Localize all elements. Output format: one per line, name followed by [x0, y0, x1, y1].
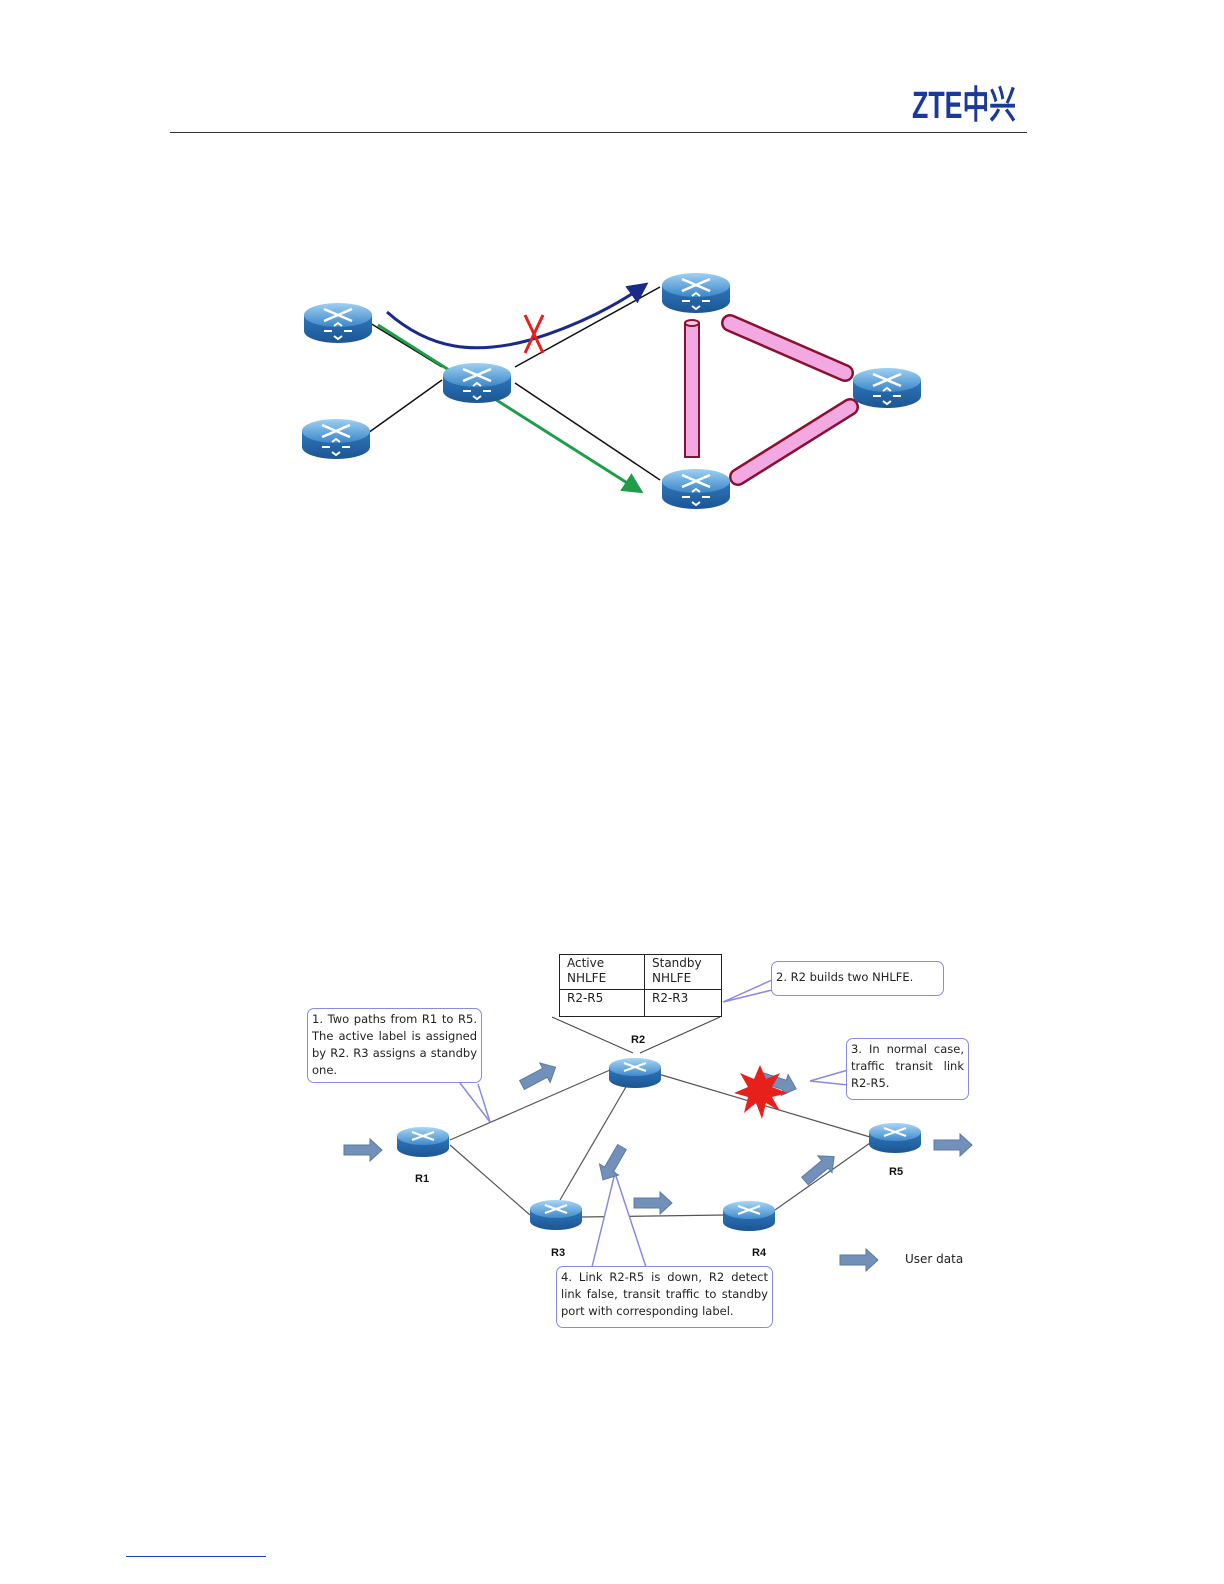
user-data-arrow-r1-r2 — [516, 1056, 562, 1096]
footer-rule — [126, 1556, 266, 1557]
zte-logo: ZTE中兴 — [912, 85, 1016, 124]
table-pointer-left — [551, 1016, 634, 1054]
standby-nhlfe-value: R2-R3 — [644, 989, 722, 1017]
router-label-r2: R2 — [631, 1034, 646, 1046]
callout-4: 4. Link R2-R5 is down, R2 detect link fa… — [556, 1266, 773, 1328]
router-bottom-icon — [660, 467, 732, 511]
link-failure-burst-icon — [734, 1065, 788, 1119]
callout-3: 3. In normal case, traffic transit link … — [846, 1038, 969, 1100]
header-rule — [170, 132, 1027, 133]
tunnel-bottom-right — [729, 398, 859, 486]
router-r5-icon — [868, 1122, 922, 1154]
router-label-r3: R3 — [551, 1247, 566, 1259]
user-data-arrow-r2-r3 — [592, 1141, 633, 1186]
link-b-core — [367, 379, 443, 434]
router-core-icon — [441, 361, 513, 405]
link-r3-r4 — [581, 1214, 726, 1218]
router-r1-icon — [396, 1126, 450, 1158]
user-data-arrow-out — [933, 1133, 973, 1157]
callout4-pointer — [591, 1170, 647, 1268]
router-r3-icon — [529, 1199, 583, 1231]
router-label-r1: R1 — [415, 1173, 430, 1185]
router-b-icon — [300, 417, 372, 461]
nhlfe-table: Active NHLFE Standby NHLFE R2-R5 R2-R3 — [559, 954, 722, 1017]
link-r4-r5 — [774, 1142, 871, 1211]
failure-x-icon — [523, 314, 545, 354]
tunnel-top-right — [721, 314, 854, 382]
tunnel-vertical — [684, 319, 700, 458]
lsp-protection-diagram — [300, 271, 923, 511]
link-r1-r2 — [449, 1069, 611, 1141]
logo-text: ZTE中兴 — [912, 85, 1016, 124]
legend-label: User data — [905, 1252, 964, 1266]
link-r2-r3 — [559, 1079, 631, 1201]
callout3-pointer — [809, 1069, 849, 1086]
legend-arrow — [839, 1248, 879, 1272]
user-data-arrow-r3-r4 — [633, 1191, 673, 1215]
router-top-icon — [660, 271, 732, 315]
callout-2: 2. R2 builds two NHLFE. — [771, 961, 944, 996]
standby-nhlfe-header: Standby NHLFE — [644, 954, 722, 990]
router-right-icon — [851, 366, 923, 410]
backup-path-arrow — [377, 323, 644, 494]
frr-nhlfe-diagram — [343, 979, 973, 1272]
router-label-r4: R4 — [752, 1247, 767, 1259]
router-a-icon — [302, 301, 374, 345]
callout-1: 1. Two paths from R1 to R5. The active l… — [307, 1008, 482, 1083]
user-data-arrow-in — [343, 1138, 383, 1162]
link-core-bottom — [514, 382, 661, 481]
callout1-pointer — [459, 1082, 491, 1123]
active-nhlfe-header: Active NHLFE — [559, 954, 645, 990]
callout2-pointer — [722, 979, 773, 1003]
table-pointer-right — [639, 1016, 721, 1054]
user-data-arrow-r4-r5 — [797, 1147, 842, 1190]
router-r2-icon — [608, 1057, 662, 1089]
link-r1-r3 — [449, 1144, 531, 1216]
active-nhlfe-value: R2-R5 — [559, 989, 645, 1017]
router-r4-icon — [722, 1200, 776, 1232]
router-label-r5: R5 — [889, 1166, 904, 1178]
